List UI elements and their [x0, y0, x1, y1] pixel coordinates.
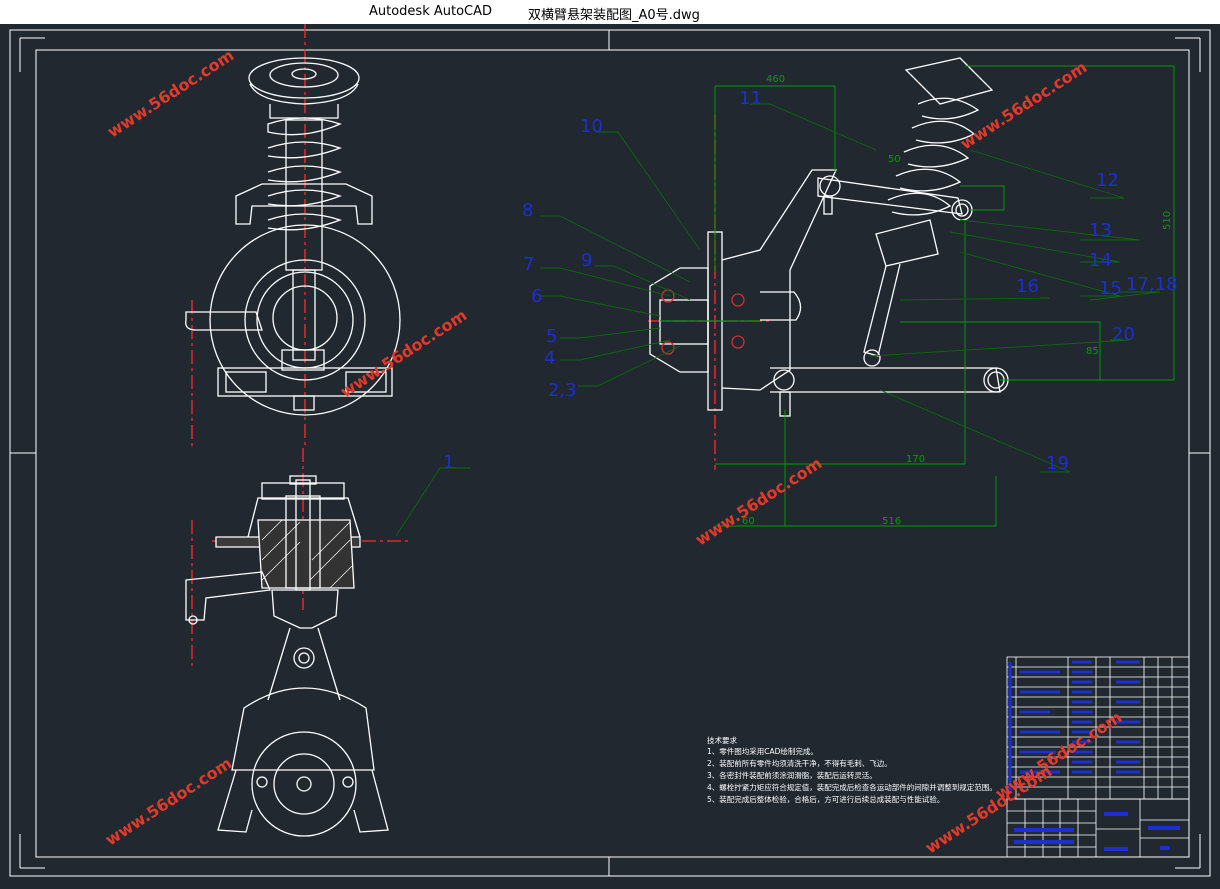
file-name: 双横臂悬架装配图_A0号.dwg [528, 8, 700, 23]
drawing-frame [9, 29, 1211, 877]
balloon-15: 15 [1099, 278, 1122, 299]
balloon-10: 10 [580, 116, 603, 137]
dimension-texts: 460 510 170 516 60 85 50 [742, 74, 1173, 527]
notes-line-2: 2、装配前所有零件均须清洗干净，不得有毛刺、飞边。 [707, 758, 892, 768]
notes-line-4: 4、螺栓拧紧力矩应符合规定值，装配完成后检查各运动部件的间隙并调整到规定范围。 [707, 782, 997, 792]
balloon-labels: 1 2,3 4 5 6 7 8 9 10 11 12 13 14 15 16 1… [443, 88, 1178, 474]
leader-lines [395, 103, 1161, 537]
balloon-5: 5 [546, 326, 557, 347]
balloon-13: 13 [1089, 220, 1112, 241]
balloon-19: 19 [1046, 453, 1069, 474]
balloon-17-18: 17,18 [1126, 274, 1178, 295]
balloon-11: 11 [739, 88, 762, 109]
dimension-lines [714, 65, 1175, 527]
dim-bottom-1: 170 [906, 454, 925, 465]
parts-list-marks [1008, 660, 1140, 792]
balloon-4: 4 [544, 348, 555, 369]
title-block-marks [1014, 812, 1180, 851]
notes-title: 技术要求 [707, 735, 737, 745]
balloon-14: 14 [1089, 250, 1112, 271]
dim-bottom-2: 516 [882, 516, 901, 527]
notes-line-1: 1、零件图均采用CAD绘制完成。 [707, 746, 818, 756]
dim-right-low: 85 [1086, 346, 1099, 357]
dim-left-low: 60 [742, 516, 755, 527]
balloon-9: 9 [581, 250, 592, 271]
balloon-1: 1 [443, 452, 454, 473]
dim-spring: 50 [888, 154, 901, 165]
dim-right: 510 [1162, 211, 1173, 230]
balloon-2-3: 2,3 [548, 380, 577, 401]
balloon-16: 16 [1016, 276, 1039, 297]
side-view-bottom [185, 448, 410, 837]
dim-top: 460 [766, 74, 785, 85]
front-view-top [185, 24, 401, 450]
technical-notes: 技术要求 1、零件图均采用CAD绘制完成。 2、装配前所有零件均须清洗干净，不得… [707, 735, 997, 804]
balloon-7: 7 [523, 254, 534, 275]
balloon-12: 12 [1096, 170, 1119, 191]
balloon-6: 6 [531, 286, 542, 307]
notes-line-5: 5、装配完成后整体检验，合格后，方可进行后续总成装配与性能试验。 [707, 794, 944, 804]
balloon-8: 8 [522, 200, 533, 221]
app-name: Autodesk AutoCAD [369, 4, 493, 19]
notes-line-3: 3、各密封件装配前须涂润滑脂，装配后运转灵活。 [707, 770, 877, 780]
window-titlebar: Autodesk AutoCAD 双横臂悬架装配图_A0号.dwg [0, 0, 1220, 24]
drawing-canvas[interactable]: 1 2,3 4 5 6 7 8 9 10 11 12 13 14 15 16 1… [0, 24, 1220, 889]
parts-list-table [1006, 656, 1190, 800]
balloon-20: 20 [1112, 324, 1135, 345]
